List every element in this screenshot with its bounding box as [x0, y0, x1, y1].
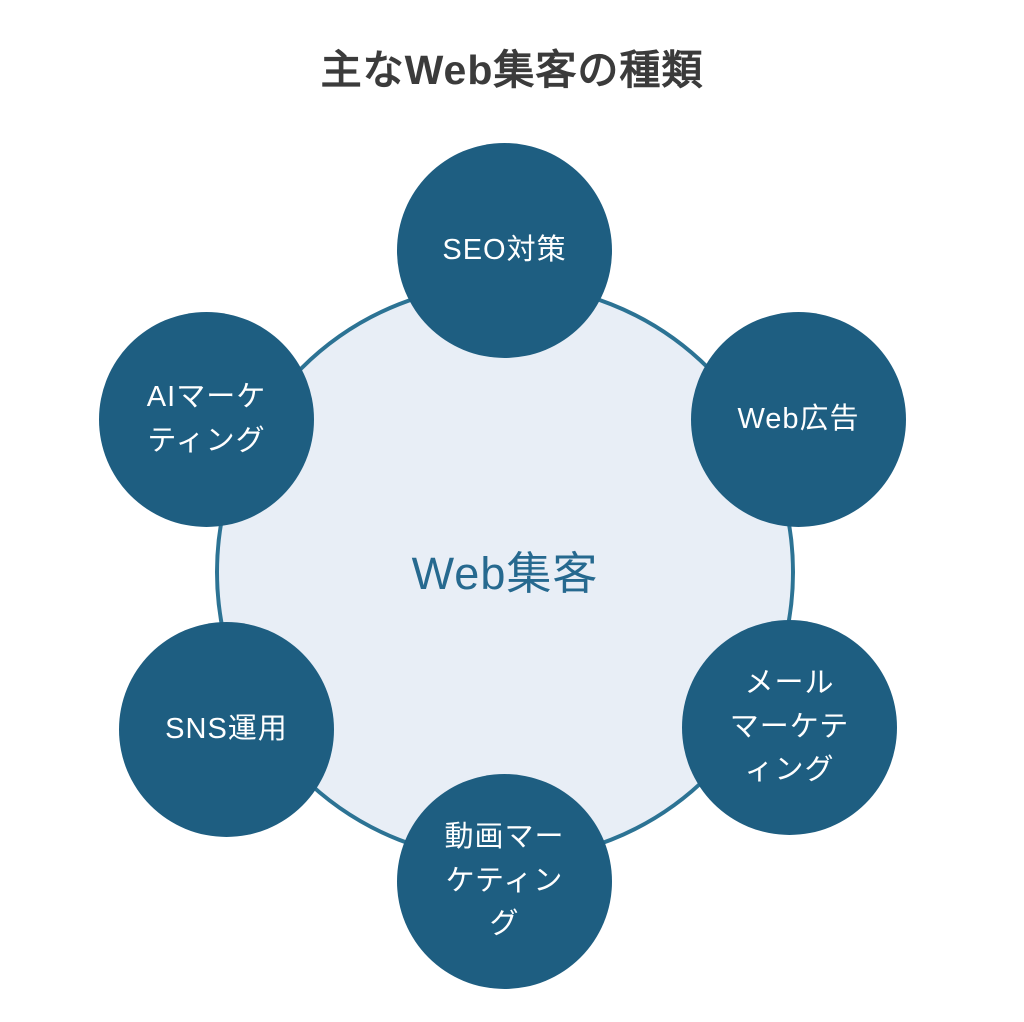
node-web-ads: Web広告	[691, 312, 906, 527]
node-email-marketing-label: メール マーケテ ィング	[729, 667, 850, 787]
diagram-title: 主なWeb集客の種類	[320, 47, 704, 93]
node-sns: SNS運用	[119, 622, 334, 837]
node-video-marketing-label: 動画マー ケティン グ	[444, 821, 565, 941]
node-seo: SEO対策	[397, 143, 612, 358]
node-seo-label: SEO対策	[442, 233, 567, 266]
node-sns-label: SNS運用	[165, 712, 288, 745]
node-email-marketing: メール マーケテ ィング	[682, 620, 897, 835]
node-web-ads-label: Web広告	[737, 402, 860, 435]
node-ai-marketing: AIマーケ ティング	[99, 312, 314, 527]
node-video-marketing: 動画マー ケティン グ	[397, 774, 612, 989]
hub-label: Web集客	[411, 547, 599, 599]
node-ai-marketing-label: AIマーケ ティング	[146, 381, 267, 457]
